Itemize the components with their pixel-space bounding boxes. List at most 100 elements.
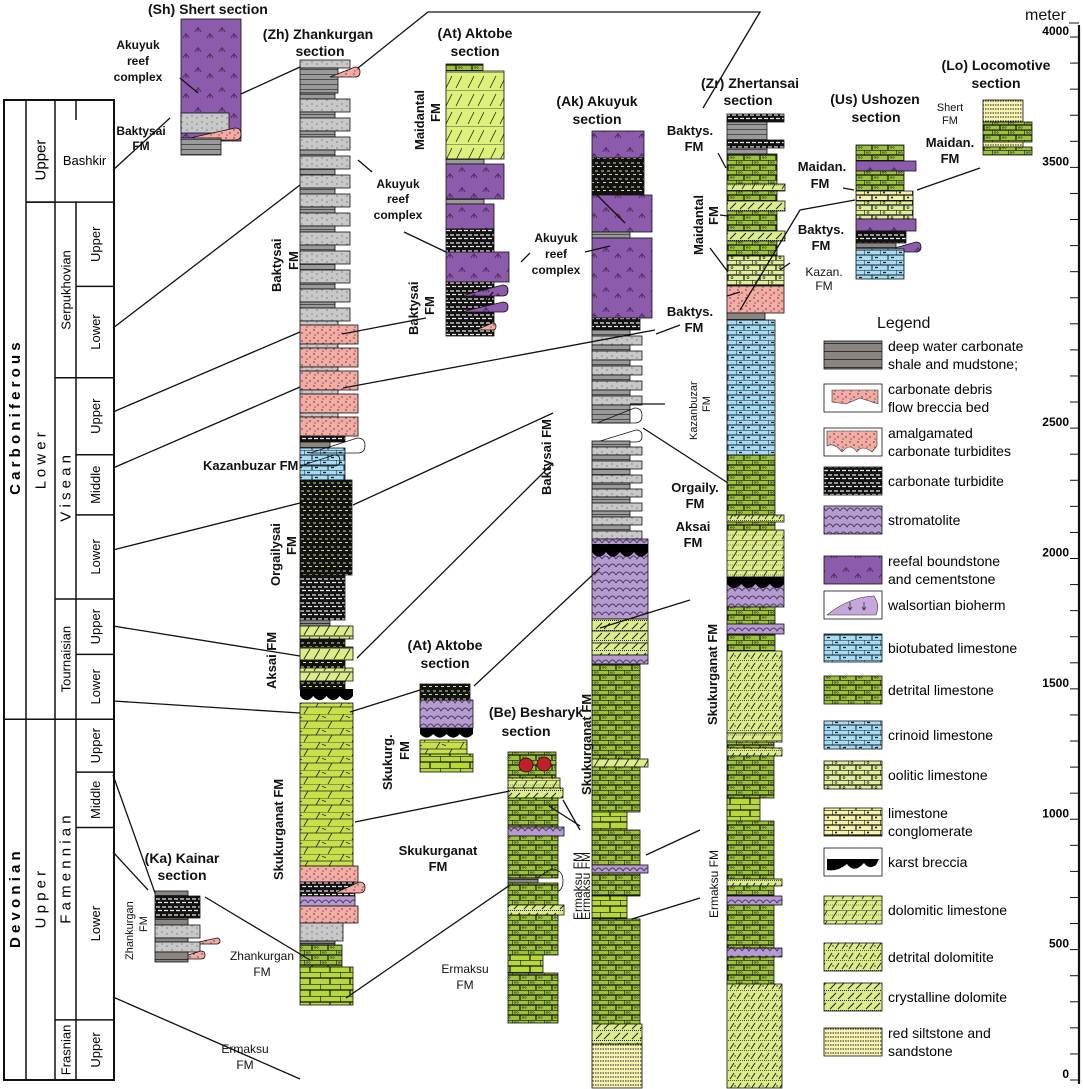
bed-turb <box>855 230 907 244</box>
bed-greyshale <box>445 198 485 205</box>
legend-label: crystalline dolomite <box>888 989 1007 1005</box>
bed-reef <box>591 194 653 233</box>
stage-label: Frasnian <box>59 1025 74 1076</box>
bed-cryd <box>726 200 786 212</box>
bed-detl <box>507 914 559 956</box>
legend-swatch <box>823 1027 883 1057</box>
label-skukurg: FM <box>397 741 412 760</box>
bed-turbg <box>591 157 645 196</box>
bed-deep <box>154 890 189 897</box>
series-label: L o w e r <box>33 432 50 489</box>
bed-grey <box>591 460 643 470</box>
correlation-line <box>112 996 301 1080</box>
series-label: U p p e r <box>33 871 50 929</box>
correlation-line <box>112 502 301 551</box>
bed-skuk <box>299 702 354 867</box>
correlation-line <box>520 252 531 263</box>
bed-grey <box>154 924 201 939</box>
label-aksai: FM <box>684 535 703 550</box>
substage-label: Middle <box>88 466 103 504</box>
bed-reef <box>855 218 917 232</box>
stage-label: Tournaisian <box>59 626 74 693</box>
bed-detl <box>726 153 778 185</box>
label-orgaily: Orgaily. <box>671 480 718 495</box>
bed-greyshale <box>299 67 339 94</box>
substage-label: Lower <box>88 314 103 350</box>
label-kazanbuzar: Kazanbuzar FM <box>203 458 298 473</box>
substage-label: Upper <box>88 727 103 763</box>
bed-grey <box>591 350 643 361</box>
stage-label: Bashkir <box>63 153 107 168</box>
label-akuyuk: Akuyuk <box>376 177 420 191</box>
label-baktysai: Baktysai <box>269 239 284 292</box>
lens-pink <box>329 66 361 78</box>
label-ermaksu: Ermaksu FM <box>571 852 585 920</box>
correlation-line <box>594 192 626 224</box>
bed-grey <box>591 474 643 484</box>
bed-greyshale <box>726 121 768 141</box>
label-kazanbuzar: FM <box>701 396 713 412</box>
bed-cryd <box>591 642 649 656</box>
scale-tick-label: 3500 <box>1042 154 1069 168</box>
legend-title: Legend <box>877 315 930 332</box>
bed-greyshale <box>591 389 631 397</box>
label-zhankurgan: FM <box>138 916 150 932</box>
bed-deep <box>299 619 331 627</box>
bed-turb <box>299 574 346 621</box>
bed-dolol <box>507 777 561 789</box>
legend-item-cryd: crystalline dolomite <box>823 982 1007 1012</box>
lens-wals <box>299 454 341 467</box>
label-skukurg: Skukurg. <box>380 734 395 790</box>
substage-label: Upper <box>88 1032 103 1068</box>
label-baktys: Baktys. <box>667 304 713 319</box>
bed-strom <box>507 826 565 837</box>
substage-label: Middle <box>88 781 103 819</box>
correlation-line <box>719 214 729 217</box>
label-shert: FM <box>942 115 958 127</box>
bed-detl <box>726 956 775 985</box>
label-baktysai: Baktysai <box>406 282 421 335</box>
bed-turb <box>591 317 641 331</box>
bed-lime <box>419 753 474 773</box>
bed-detl <box>726 741 775 749</box>
legend-label: red siltstone and <box>888 1025 991 1041</box>
bed-reef <box>591 130 645 159</box>
correlation-line <box>112 851 149 891</box>
legend-item-dolol: dolomitic limestone <box>823 895 1007 925</box>
substage-label: Lower <box>88 668 103 704</box>
bed-cryd <box>591 630 649 644</box>
series-label: Upper <box>33 140 50 181</box>
correlation-line <box>179 77 199 94</box>
bed-greyshale <box>299 168 336 176</box>
bed-cryd <box>726 230 786 242</box>
bed-detl <box>591 829 641 866</box>
legend-swatch <box>823 340 883 370</box>
label-kazan: Kazan. <box>805 265 842 279</box>
bed-karst <box>727 577 784 589</box>
bed-pink <box>299 905 359 924</box>
bed-detl <box>591 918 641 1025</box>
bed-turbg <box>299 638 346 648</box>
bed-lcong <box>855 190 914 202</box>
legend-label: oolitic limestone <box>888 767 988 783</box>
bed-grey <box>299 307 351 322</box>
bed-detl <box>726 820 775 880</box>
bed-grey <box>299 212 351 227</box>
stage-label: Serpukhovian <box>59 250 74 330</box>
bed-cryd <box>507 787 564 799</box>
section-title-ak: (Ak) Akuyuk <box>556 93 637 109</box>
bed-grey <box>299 922 344 942</box>
legend-swatch <box>826 430 878 453</box>
label-baktys: Baktys. <box>667 123 713 138</box>
correlation-line <box>599 599 691 629</box>
legend-label: carbonate turbidite <box>888 473 1004 489</box>
label-baktys: FM <box>685 320 704 335</box>
section-title-zh: (Zh) Zhankurgan <box>263 26 373 42</box>
section-title-us: (Us) Ushozen <box>830 91 919 107</box>
substage-label: Lower <box>88 905 103 941</box>
substage-label: Upper <box>88 398 103 434</box>
bed-greyshale <box>299 206 336 214</box>
bed-deep <box>507 877 539 884</box>
bed-reds <box>982 99 1024 123</box>
